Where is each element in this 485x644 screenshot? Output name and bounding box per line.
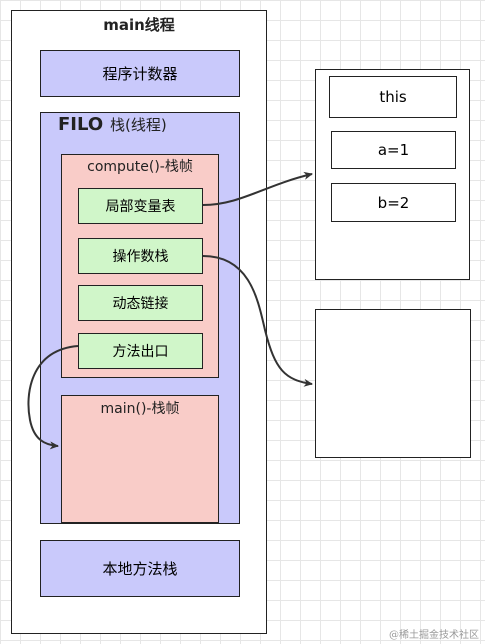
arrow-operand-to-heap [202,255,313,387]
operand-stack: 操作数栈 [78,238,203,274]
method-return-address: 方法出口 [78,333,203,369]
program-counter: 程序计数器 [40,50,240,97]
main-thread-title: main线程 [103,16,175,34]
lvt-cell-b: b=2 [331,183,456,222]
dynamic-linking: 动态链接 [78,285,203,321]
native-method-stack: 本地方法栈 [40,540,240,597]
arrow-locals-to-lvt [202,171,313,206]
stack-title: 栈(线程) [110,116,167,134]
filo-label: FILO [58,114,104,135]
lvt-cell-a: a=1 [331,131,456,169]
watermark: @稀土掘金技术社区 [389,630,479,641]
main-stack-frame [61,395,219,523]
local-variable-table: 局部变量表 [78,188,203,224]
compute-frame-title: compute()-栈帧 [87,159,193,175]
heap-panel [315,309,471,458]
arrow-return-to-main [27,345,79,450]
main-frame-title: main()-栈帧 [100,401,180,417]
lvt-cell-this: this [329,76,457,118]
